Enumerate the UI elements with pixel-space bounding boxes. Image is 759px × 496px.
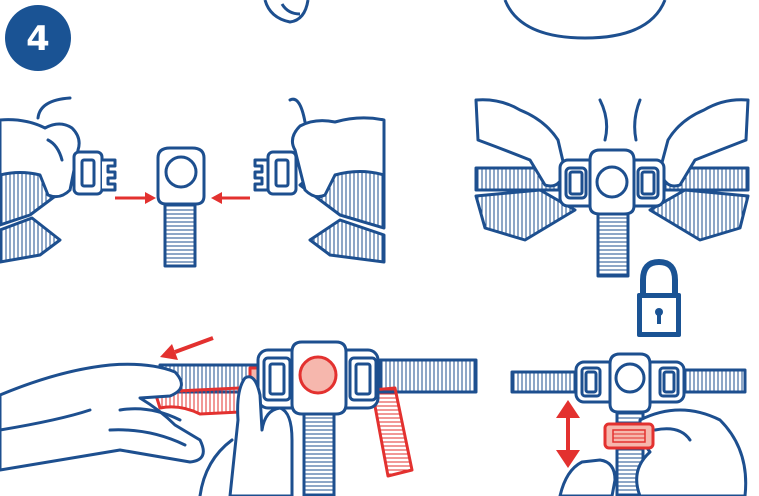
padlock-icon	[637, 262, 681, 337]
step-number-badge: 4	[5, 5, 71, 71]
red-vertical-double-arrow-icon	[556, 400, 580, 468]
previous-step-remnant	[265, 0, 665, 38]
red-arrow-left-icon	[211, 192, 250, 204]
red-arrow-right-icon	[115, 192, 156, 204]
panel-buckle-closed	[476, 100, 748, 276]
red-arrow-left-icon	[160, 338, 213, 360]
panel-insert-buckle-tongues	[0, 98, 384, 266]
step-number: 4	[26, 19, 50, 59]
panel-tighten-strap	[0, 342, 476, 496]
slider-adjuster	[605, 424, 653, 448]
